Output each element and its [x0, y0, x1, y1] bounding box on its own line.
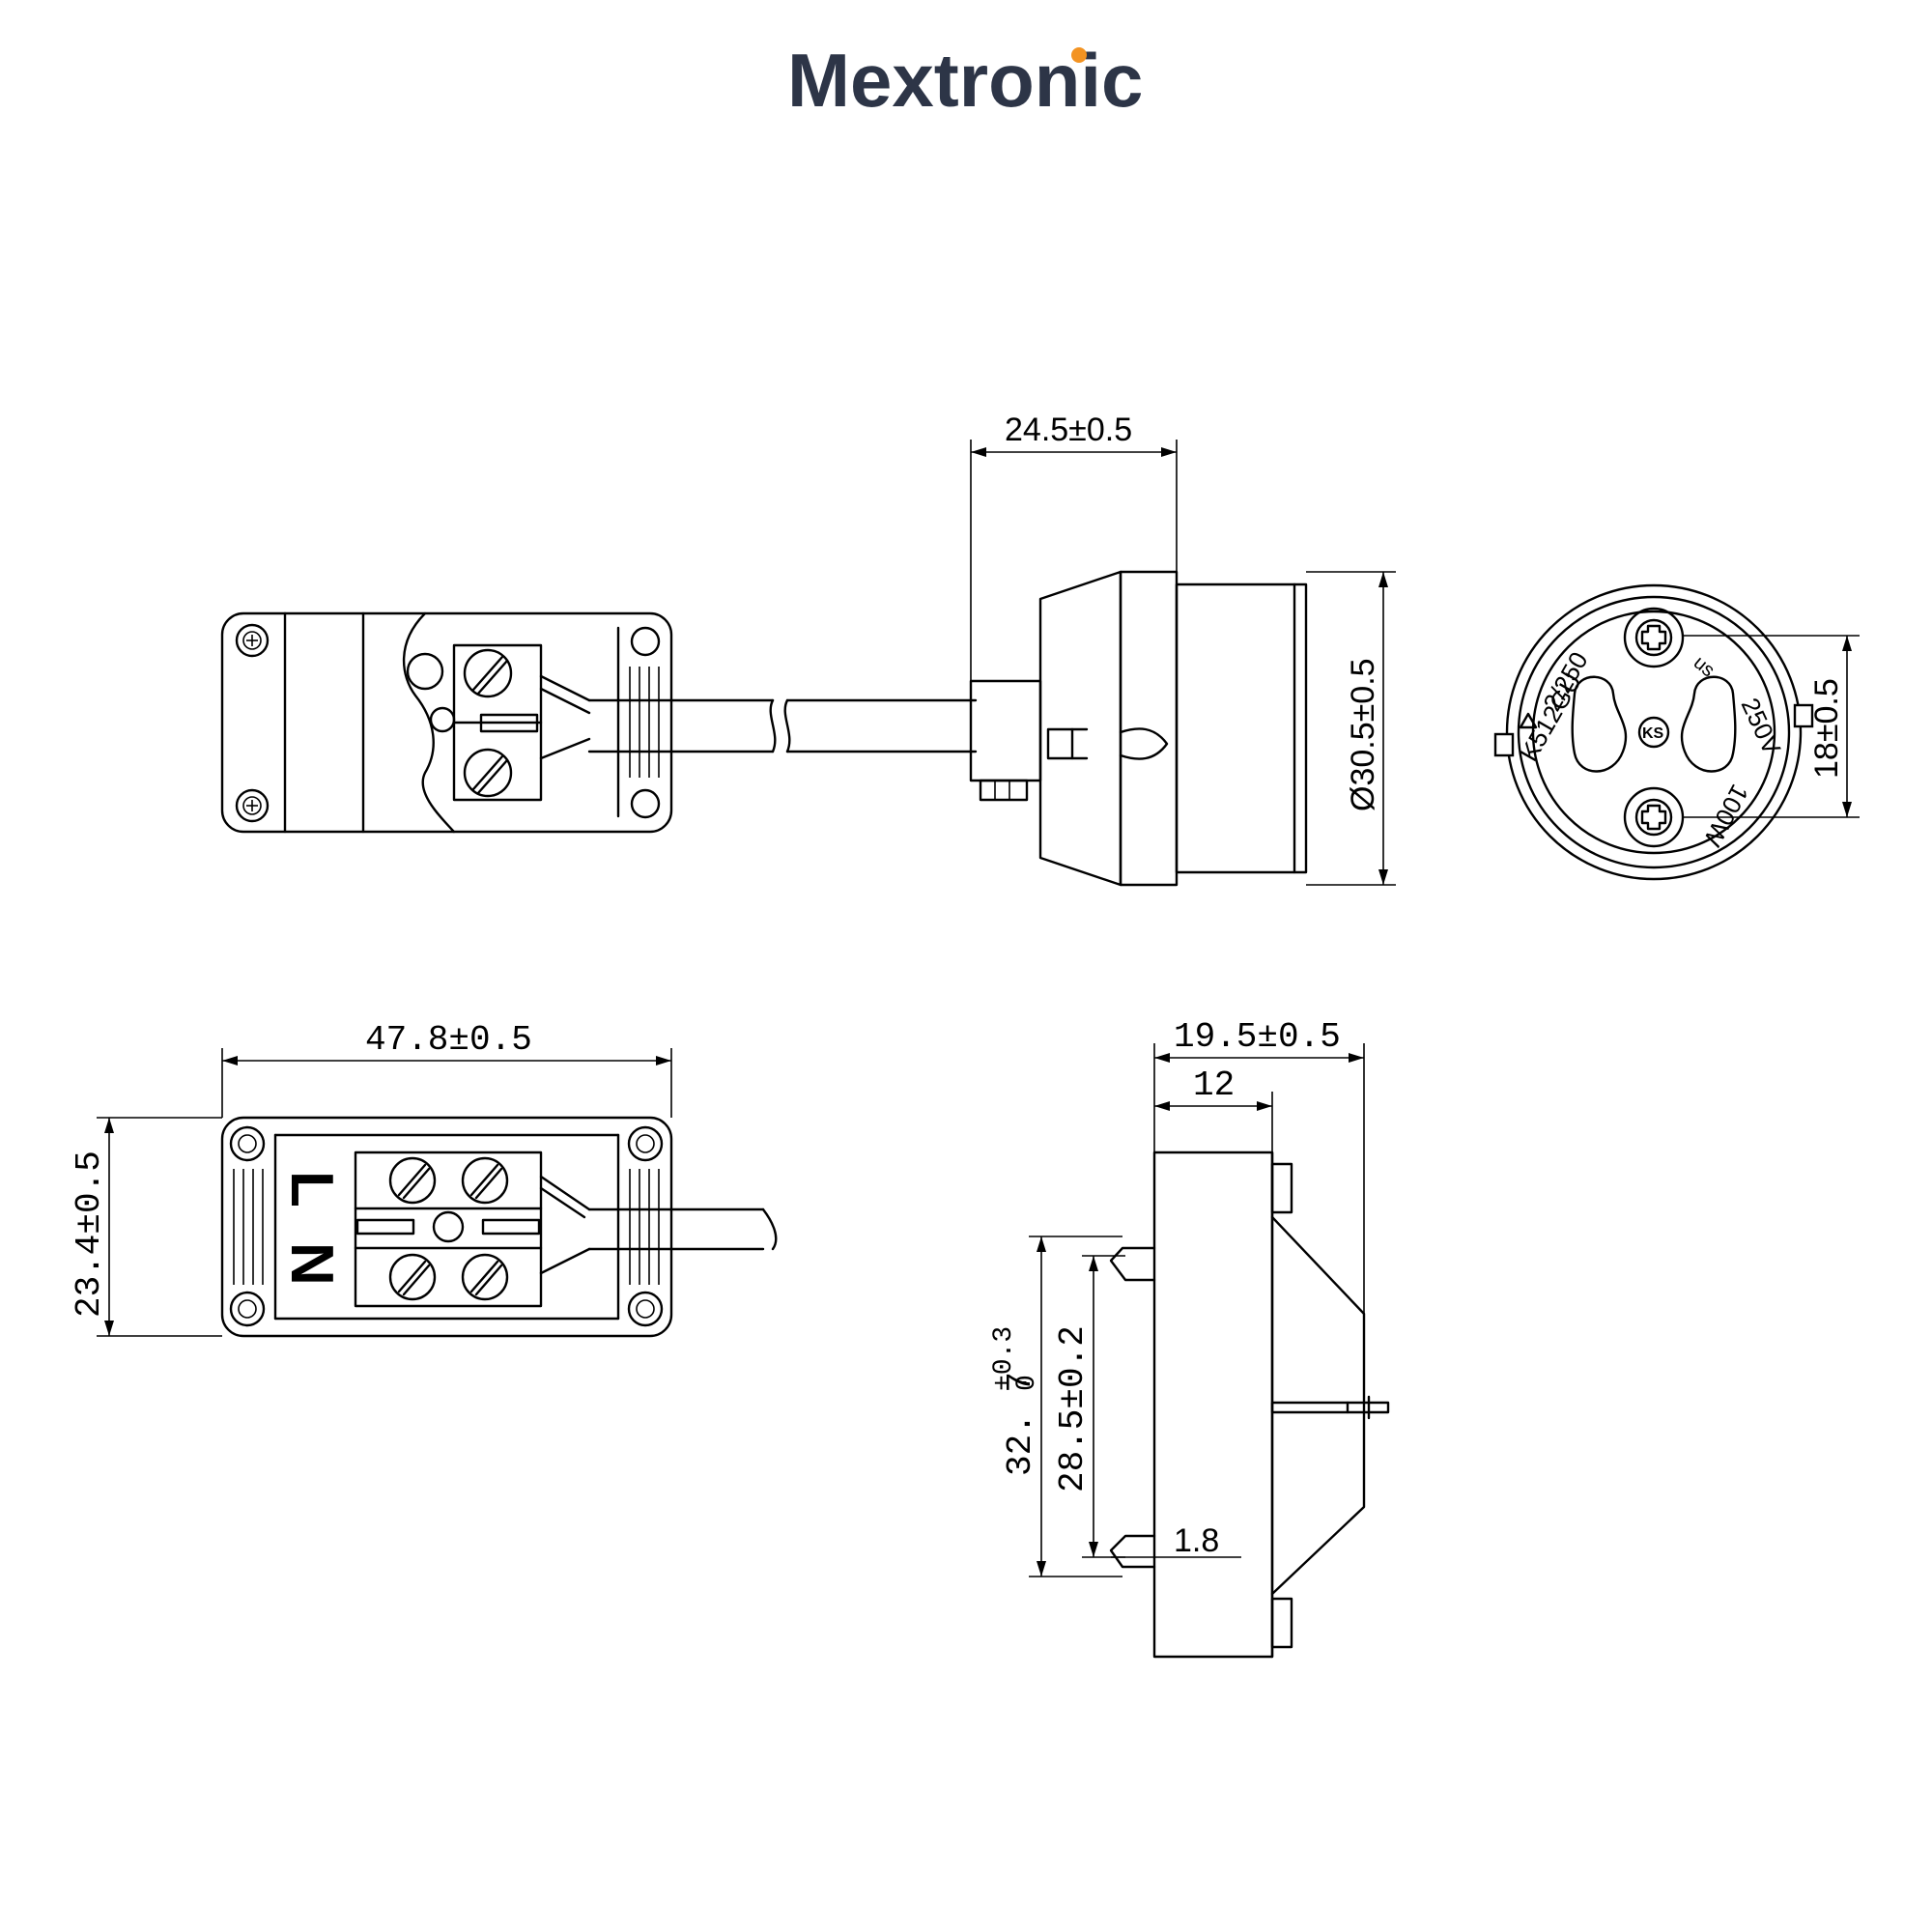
dim-diameter: Ø30.5±0.5 [1345, 658, 1381, 811]
dim-total-depth: 19.5±0.5 [1174, 1017, 1341, 1057]
dim-terminal-width: 23.4±0.5 [70, 1151, 109, 1318]
dimension-lines [97, 440, 1860, 1577]
terminal-label-neutral: N [278, 1242, 345, 1286]
socket-front-face: KS 2/250 K512GU us 250V 100W [1493, 583, 1814, 881]
top-socket-side [969, 570, 1308, 887]
terminal-label-live: L [278, 1171, 345, 1208]
dim-mount-outer: 32. 7 [1001, 1372, 1040, 1476]
dim-clip-thickness: 1.8 [1174, 1522, 1219, 1559]
dimension-labels: 24.5±0.5 Ø30.5±0.5 18±0.5 47.8±0.5 23.4±… [70, 412, 1845, 1559]
dim-pin-spacing: 18±0.5 [1808, 678, 1845, 779]
socket-side-view [1109, 1151, 1390, 1659]
brand-logo-dot [1071, 47, 1087, 63]
dim-mount-inner: 28.5±0.2 [1053, 1325, 1093, 1492]
top-terminal-block [220, 611, 673, 834]
dim-body-depth: 12 [1193, 1065, 1235, 1105]
dim-mount-outer-tol-lower: 0 [1012, 1375, 1042, 1391]
marking-power: 100W [1698, 780, 1755, 851]
dim-insert-depth: 24.5±0.5 [1005, 412, 1132, 448]
brand-logo: Mextronic [787, 38, 1143, 123]
marking-rating-right: 250V [1736, 694, 1787, 759]
top-cable [587, 698, 978, 753]
dim-mount-outer-tol-upper: +0.3 [989, 1326, 1019, 1391]
dim-terminal-length: 47.8±0.5 [365, 1020, 532, 1060]
maker-logo: KS [1642, 725, 1664, 742]
terminal-block-front: L N [220, 1116, 778, 1338]
brand-name: Mextronic [787, 38, 1143, 123]
